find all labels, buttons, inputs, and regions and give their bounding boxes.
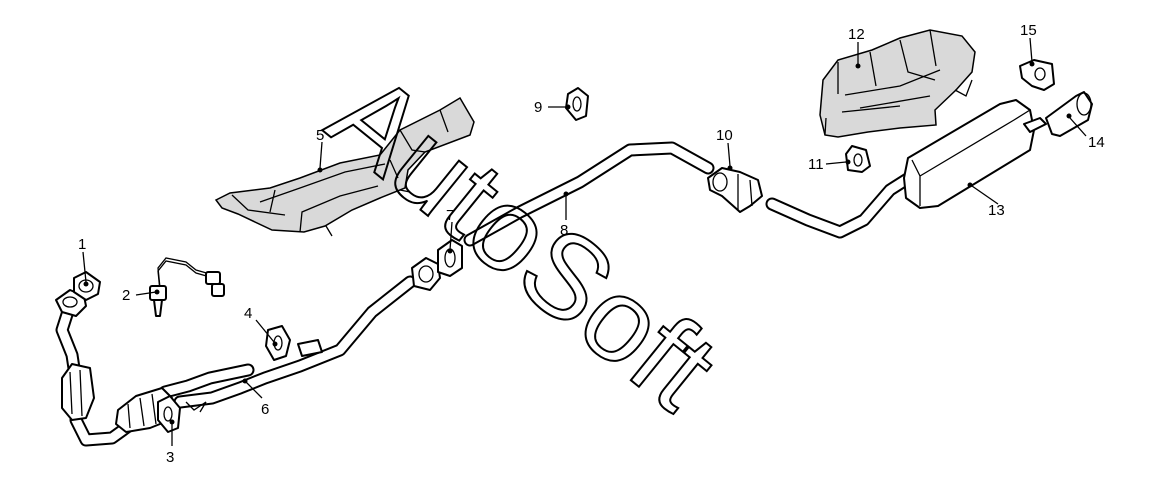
callout-4: 4 xyxy=(244,305,252,322)
callout-13: 13 xyxy=(988,202,1005,219)
flange-joint xyxy=(707,167,763,213)
callout-12: 12 xyxy=(848,26,865,43)
callout-7: 7 xyxy=(446,207,454,224)
callout-10: 10 xyxy=(716,127,733,144)
callout-labels: 1 2 3 4 5 6 7 8 9 10 11 12 13 14 15 xyxy=(78,22,1105,466)
bracket-11 xyxy=(845,145,871,173)
callout-3: 3 xyxy=(166,449,174,466)
callout-1: 1 xyxy=(78,236,86,253)
pipe-clamp xyxy=(437,239,463,277)
hanger-rubber-front xyxy=(157,395,181,433)
front-pipe-assembly xyxy=(55,257,441,447)
callout-2: 2 xyxy=(122,287,130,304)
callout-11: 11 xyxy=(808,156,824,173)
rear-pipe xyxy=(765,169,919,239)
watermark-text: AutoSoft xyxy=(306,48,741,435)
rear-muffler xyxy=(903,99,1047,209)
oxygen-sensor xyxy=(149,257,225,317)
callout-15: 15 xyxy=(1020,22,1037,39)
callout-14: 14 xyxy=(1088,134,1105,151)
callout-leaders xyxy=(82,37,1087,446)
callout-8: 8 xyxy=(560,222,568,239)
hanger-rubber-mid xyxy=(265,325,291,361)
callout-6: 6 xyxy=(261,401,269,418)
callout-9: 9 xyxy=(534,99,542,116)
heat-shield-rear xyxy=(819,29,976,138)
intermediate-pipe xyxy=(463,141,715,247)
callout-5: 5 xyxy=(316,127,324,144)
bracket-15 xyxy=(1019,59,1055,91)
rubber-mount-9 xyxy=(565,87,589,121)
